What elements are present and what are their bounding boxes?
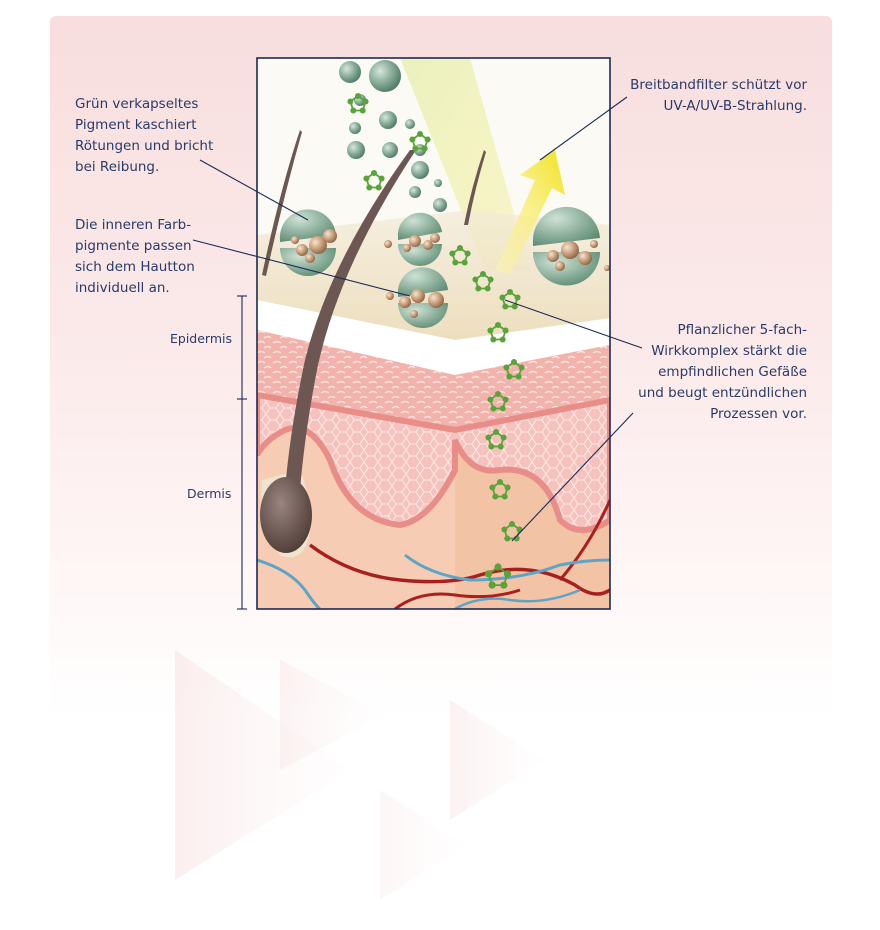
plant-molecule-ring [449, 245, 471, 266]
annotation-green-pigment: Grün verkapseltes Pigment kaschiert Rötu… [75, 96, 214, 175]
plant-molecule-ring [499, 289, 521, 310]
pigment-capsule [532, 206, 610, 286]
blood-vessel [308, 543, 610, 596]
layer-bracket [237, 295, 247, 610]
decor-triangle [175, 650, 350, 880]
plant-complex-molecules [347, 93, 525, 589]
leader-lines [192, 96, 643, 542]
decor-triangle [450, 700, 545, 820]
pigment-capsule [386, 267, 448, 328]
annotation-inner-pigments: Die inneren Farb- pigmente passen sich d… [75, 217, 195, 296]
plant-molecule-ring [501, 521, 523, 542]
leader-line-plant-complex [504, 299, 643, 349]
annotation-broadband-filter: Breitbandfilter schützt vor UV-A/UV-B-St… [630, 77, 807, 114]
plant-molecule-ring [485, 429, 507, 450]
leader-line-green-pigment [199, 159, 309, 221]
pigment-capsule [384, 212, 442, 266]
plant-molecule-ring [489, 479, 511, 500]
decor-triangle [380, 790, 465, 900]
hair-shaft [285, 150, 416, 490]
pigment-capsule [279, 209, 337, 276]
plant-molecule-ring [487, 322, 509, 343]
plant-molecule-ring [484, 563, 512, 589]
lymph-vessel [257, 558, 321, 609]
annotation-plant-complex: Pflanzlicher 5-fach- Wirkkomplex stärkt … [638, 322, 807, 422]
diagram-frame [256, 57, 611, 610]
blood-vessel-branch [558, 499, 610, 581]
plant-molecule-ring [487, 391, 509, 412]
thin-hair [262, 130, 302, 276]
hair-bulb [260, 477, 312, 553]
thin-hair [464, 150, 486, 225]
plant-molecule-ring [409, 131, 431, 152]
leader-line-broadband-filter [539, 96, 628, 161]
plant-molecule-ring [503, 359, 525, 380]
leader-line-plant-complex-2 [511, 412, 634, 542]
layer-label-dermis: Dermis [187, 486, 232, 501]
floating-green-spheres [339, 60, 447, 212]
skin-cross-section [257, 58, 610, 609]
plant-molecule-ring [363, 170, 385, 191]
epidermis-layer [257, 330, 610, 430]
leader-line-inner-pigments [192, 239, 411, 297]
plant-molecule-ring [347, 93, 369, 114]
plant-molecule-ring [472, 271, 494, 292]
layer-label-epidermis: Epidermis [170, 331, 233, 346]
decor-triangle [280, 660, 385, 770]
uv-reflection-arrow [495, 150, 565, 275]
